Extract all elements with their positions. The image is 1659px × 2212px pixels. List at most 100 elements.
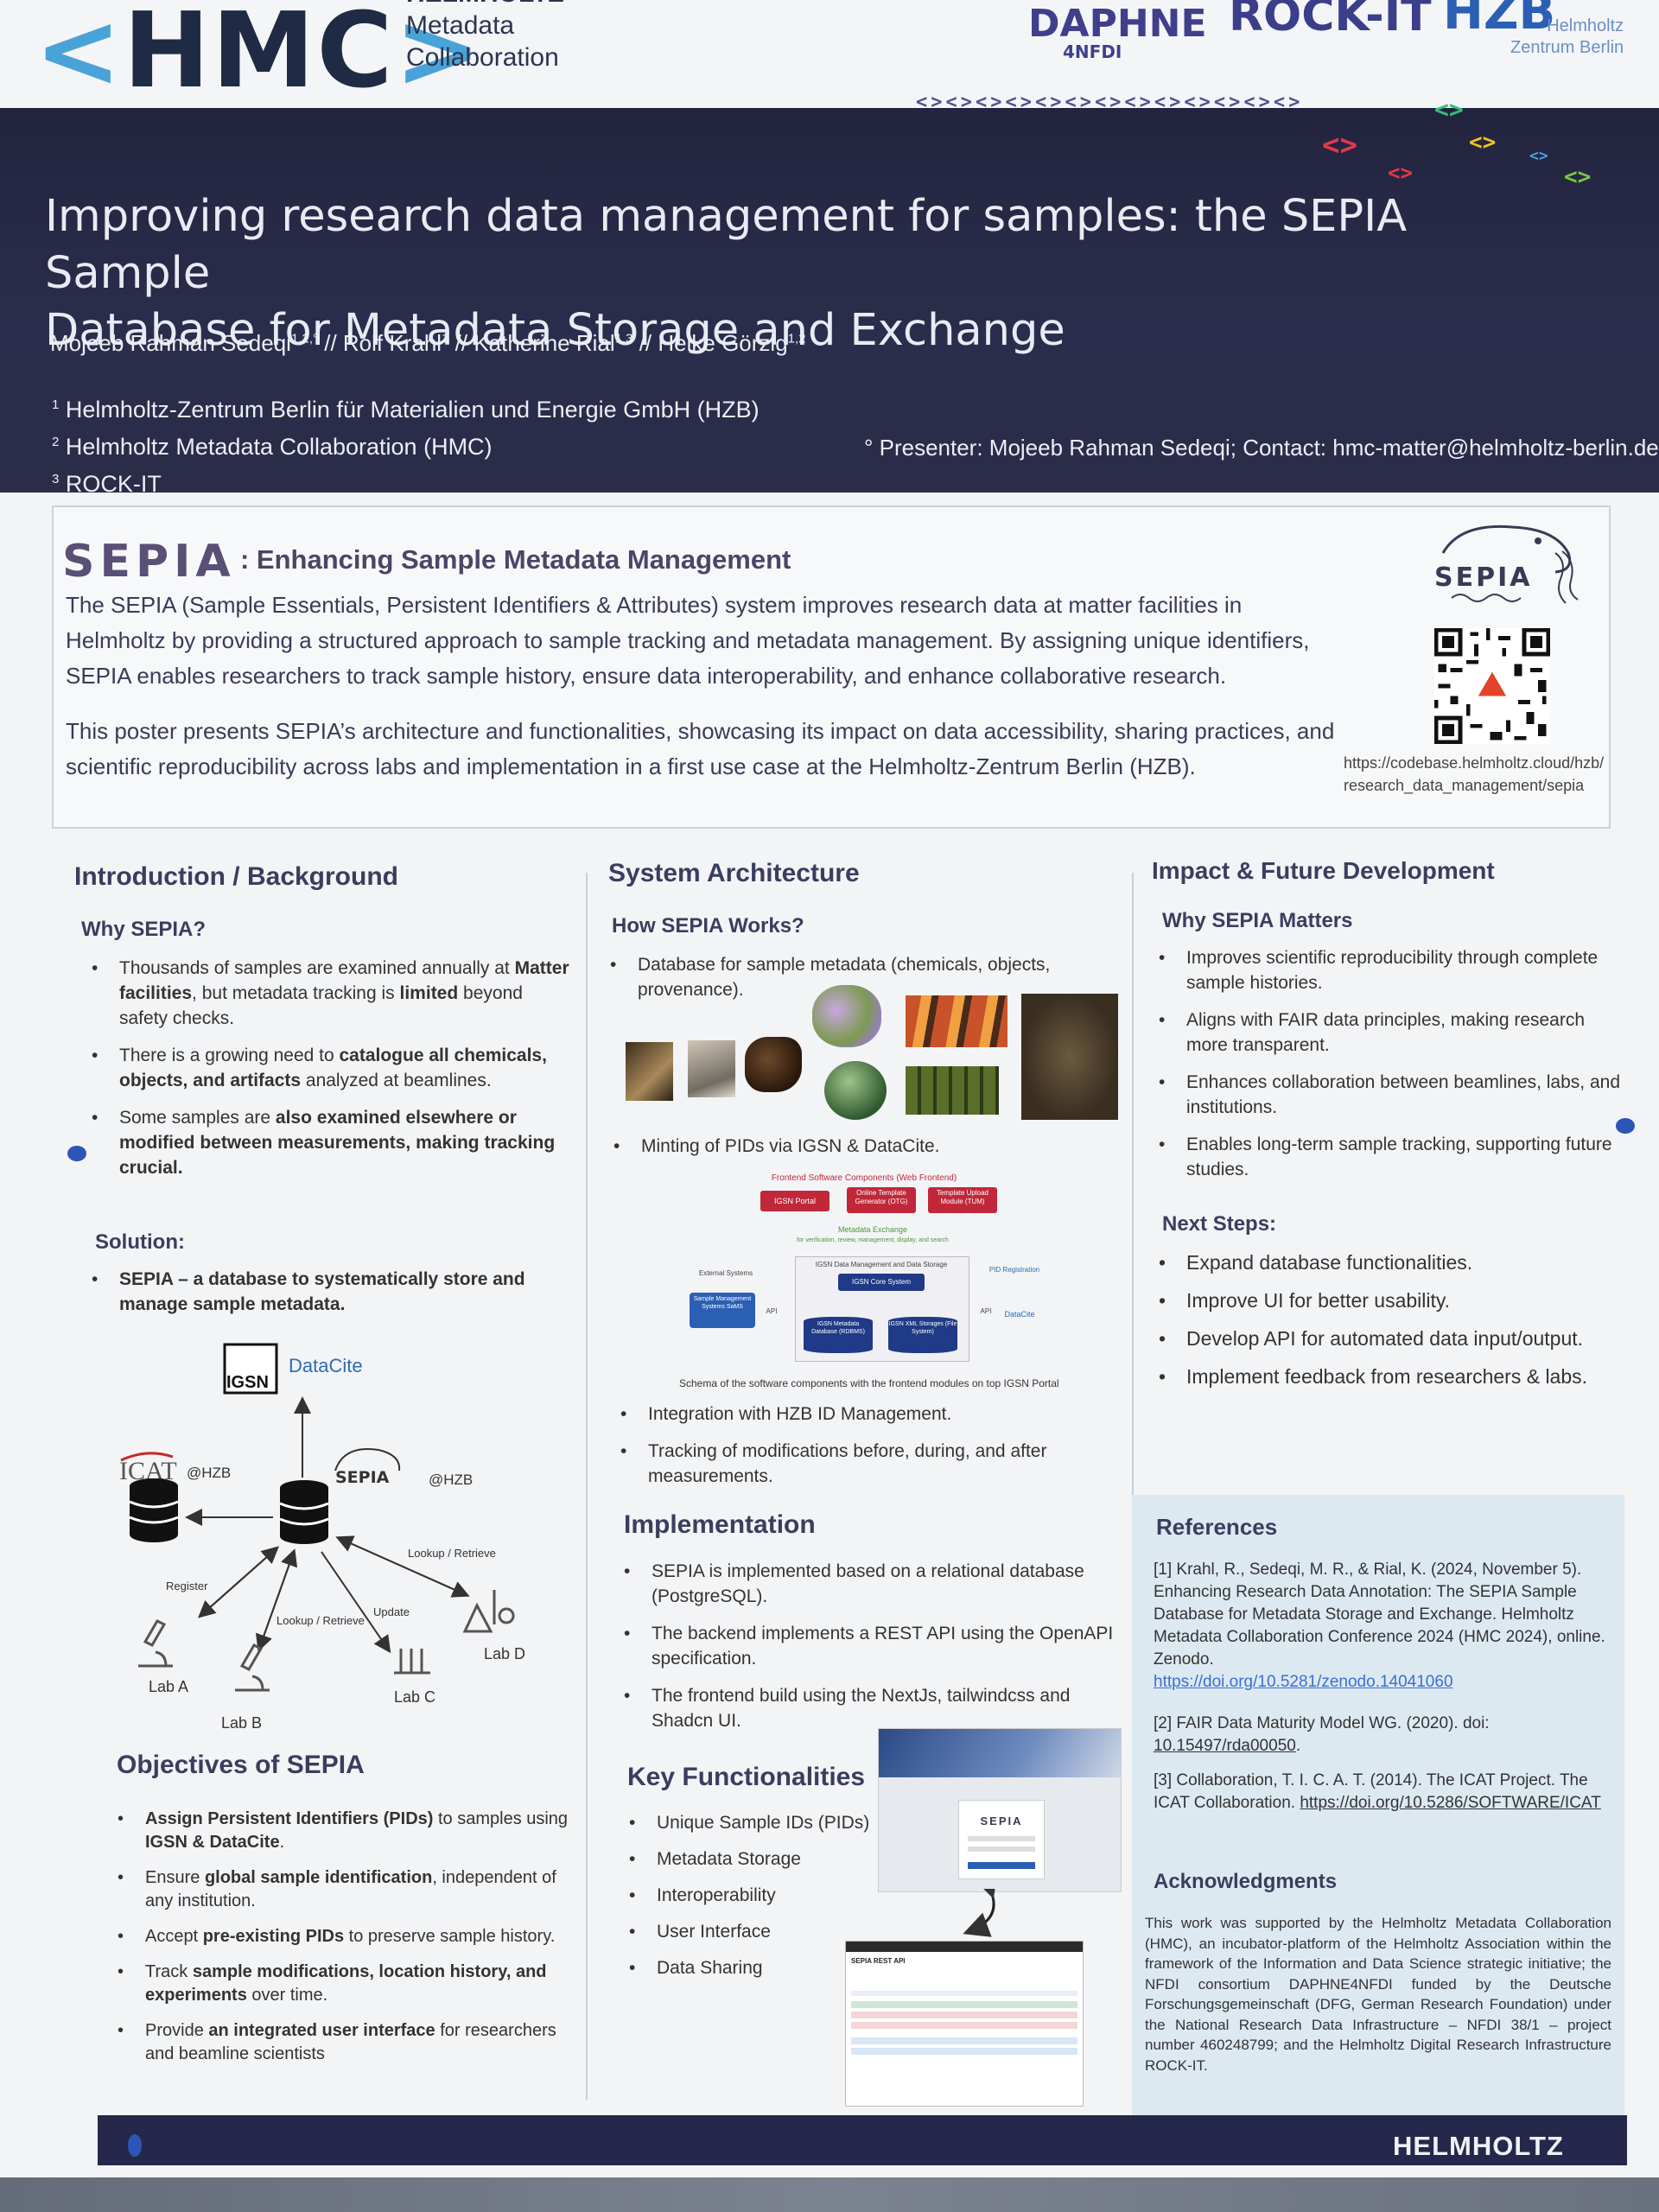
api-docs-title: SEPIA REST API xyxy=(851,1957,906,1965)
core-system-box: IGSN Core System xyxy=(838,1274,925,1291)
list-item-text: Enables long-term sample tracking, suppo… xyxy=(1186,1135,1612,1179)
list-item-text: There is a growing need to xyxy=(119,1046,340,1065)
list-item-text: User Interface xyxy=(657,1922,771,1942)
sample-photo-cubes xyxy=(906,995,1007,1047)
update-label: Update xyxy=(373,1605,410,1618)
list-item-text: also examined elsewhere or modified betw… xyxy=(119,1108,556,1178)
reference-1-link[interactable]: https://doi.org/10.5281/zenodo.14041060 xyxy=(1154,1673,1453,1691)
helmholtz-logo: HELMHOLTZ xyxy=(1393,2131,1564,2161)
list-item-text: an integrated user interface xyxy=(208,2021,435,2040)
reference-2-link[interactable]: 10.15497/rda00050 xyxy=(1154,1737,1296,1755)
intro-background-heading: Introduction / Background xyxy=(74,862,398,891)
api-label: API xyxy=(980,1307,992,1315)
list-item-text: Improve UI for better usability. xyxy=(1186,1289,1451,1312)
reference-2: [2] FAIR Data Maturity Model WG. (2020).… xyxy=(1154,1714,1490,1755)
lab-a-label: Lab A xyxy=(149,1678,188,1695)
list-item-text: Ensure xyxy=(145,1868,205,1887)
author-list: Mojeeb Rahman Sedeqi1,2,° // Rolf Krahl1… xyxy=(50,330,806,356)
sample-photo-sketch xyxy=(688,1040,735,1097)
hzb-logo: HZB xyxy=(1443,0,1556,41)
pid-registration-label: PID Registration xyxy=(988,1266,1040,1274)
list-item: User Interface xyxy=(624,1920,883,1944)
push-pin xyxy=(128,2134,142,2157)
list-item-text: to preserve sample history. xyxy=(344,1927,556,1946)
qr-code[interactable] xyxy=(1434,628,1550,744)
list-item: Track sample modifications, location his… xyxy=(112,1961,579,2007)
reference-3-link[interactable]: https://doi.org/10.5286/SOFTWARE/ICAT xyxy=(1300,1794,1601,1812)
lookup-retrieve-label: Lookup / Retrieve xyxy=(408,1547,496,1560)
list-item-text: Integration with HZB ID Management. xyxy=(648,1404,952,1424)
references-heading: References xyxy=(1156,1514,1278,1540)
impact-heading: Impact & Future Development xyxy=(1152,857,1495,884)
list-item-text: Accept xyxy=(145,1927,203,1946)
datacite-small-label: DataCite xyxy=(1004,1310,1035,1319)
lab-d-label: Lab D xyxy=(484,1645,525,1662)
list-item: Provide an integrated user interface for… xyxy=(112,2019,579,2066)
lookup-retrieve-label: Lookup / Retrieve xyxy=(276,1614,365,1627)
list-item: Improves scientific reproducibility thro… xyxy=(1154,945,1620,995)
core-storage-title: IGSN Data Management and Data Storage xyxy=(815,1261,948,1268)
hmc-logo-subtitle: HELMHOLTZ Metadata Collaboration xyxy=(406,0,564,72)
affiliation-list: 1 Helmholtz-Zentrum Berlin für Materiali… xyxy=(52,397,760,497)
rockit-logo: ROCK-IT xyxy=(1229,0,1432,41)
list-item-text: Minting of PIDs via IGSN & DataCite. xyxy=(641,1136,940,1156)
login-button[interactable] xyxy=(968,1862,1035,1869)
why-sepia-list: Thousands of samples are examined annual… xyxy=(86,956,570,1192)
list-item-text: to samples using xyxy=(433,1809,569,1828)
list-item: Integration with HZB ID Management. xyxy=(615,1402,1116,1427)
lab-glassware-icon xyxy=(462,1590,515,1633)
sample-photo-crystal xyxy=(745,1037,802,1092)
reference-3: [3] Collaboration, T. I. C. A. T. (2014)… xyxy=(1154,1771,1601,1812)
bracket-decoration: <> xyxy=(1529,147,1548,165)
otg-box: Online Template Generator (OTG) xyxy=(847,1187,916,1213)
repository-url[interactable]: https://codebase.helmholtz.cloud/hzb/ re… xyxy=(1344,754,1605,794)
list-item: The backend implements a REST API using … xyxy=(619,1621,1115,1671)
datacite-label: DataCite xyxy=(289,1355,363,1376)
list-item-text: sample modifications, location history, … xyxy=(145,1962,547,2005)
list-item: Assign Persistent Identifiers (PIDs) to … xyxy=(112,1808,579,1854)
bracket-decoration: <> xyxy=(1469,130,1497,156)
list-item-text: Tracking of modifications before, during… xyxy=(648,1441,1047,1486)
list-item-text: catalogue all chemicals, objects, and ar… xyxy=(119,1046,547,1090)
intro-box xyxy=(52,505,1611,829)
list-item-text: Improves scientific reproducibility thro… xyxy=(1186,948,1599,993)
sepia-ecosystem-diagram: IGSN DataCite ICAT @HZB SEPIA @HZB Regis… xyxy=(119,1343,525,1732)
solution-heading: Solution: xyxy=(95,1230,185,1254)
metadata-db-box: IGSN Metadata Database (RDBMS) xyxy=(804,1317,873,1353)
tum-box: Template Upload Module (TUM) xyxy=(928,1187,997,1213)
metadata-exchange-label: Metadata Exchange xyxy=(837,1225,908,1234)
frontend-title: Frontend Software Components (Web Fronte… xyxy=(771,1173,957,1183)
list-item-text: . xyxy=(279,1833,285,1852)
poster-title: Improving research data management for s… xyxy=(45,191,1408,356)
microscope-icon xyxy=(138,1619,173,1668)
bracket-decoration: <> xyxy=(1564,164,1592,190)
software-schema: Frontend Software Components (Web Fronte… xyxy=(683,1166,1063,1365)
login-screenshot: SEPIA xyxy=(878,1728,1122,1892)
list-item-text: SEPIA – a database to systematically sto… xyxy=(119,1269,525,1314)
list-item: Develop API for automated data input/out… xyxy=(1154,1325,1620,1351)
list-item: Enables long-term sample tracking, suppo… xyxy=(1154,1132,1620,1182)
list-item-text: limited xyxy=(399,983,459,1003)
list-item-text: Thousands of samples are examined annual… xyxy=(119,958,515,978)
list-item-text: , independent of any institution. xyxy=(145,1868,556,1910)
list-item: Ensure global sample identification, ind… xyxy=(112,1866,579,1913)
list-item-text: analyzed at beamlines. xyxy=(301,1071,492,1090)
acknowledgments-heading: Acknowledgments xyxy=(1154,1870,1338,1893)
api-label: API xyxy=(766,1307,778,1315)
list-item-text: , but metadata tracking is xyxy=(192,983,400,1003)
list-item: Accept pre-existing PIDs to preserve sam… xyxy=(112,1925,579,1948)
icat-hzb-label: @HZB xyxy=(187,1465,231,1481)
list-item-text: over time. xyxy=(246,1986,328,2005)
list-item-text: Assign Persistent Identifiers (PIDs) xyxy=(145,1809,434,1828)
register-label: Register xyxy=(166,1580,208,1592)
external-systems-label: External Systems xyxy=(698,1269,753,1277)
implementation-heading: Implementation xyxy=(624,1510,816,1539)
intro-heading: : Enhancing Sample Metadata Management xyxy=(240,544,791,575)
list-item-text: Enhances collaboration between beamlines… xyxy=(1186,1072,1621,1117)
list-item-text: The frontend build using the NextJs, tai… xyxy=(652,1686,1071,1731)
system-architecture-heading: System Architecture xyxy=(608,859,860,887)
xml-storage-box: IGSN XML Storages (File System) xyxy=(888,1317,957,1353)
objectives-heading: Objectives of SEPIA xyxy=(117,1751,365,1779)
sepia-wordmark: SEPIA xyxy=(62,536,236,588)
